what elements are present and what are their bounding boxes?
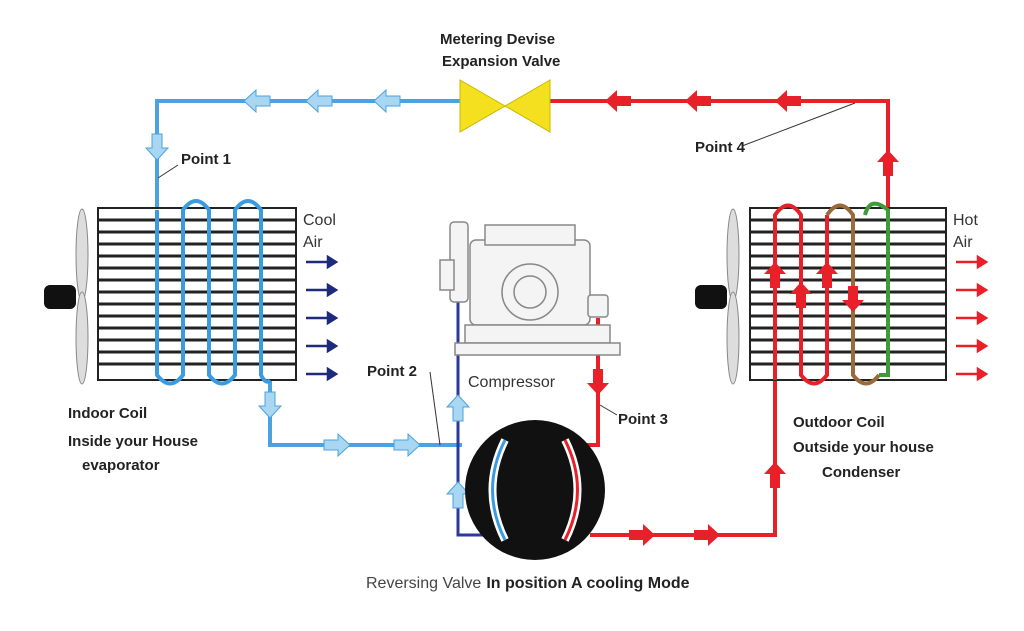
expansion-valve-icon bbox=[459, 79, 551, 133]
point-3-label: Point 3 bbox=[618, 411, 668, 428]
outdoor-coil-line3: Condenser bbox=[822, 464, 901, 481]
reversing-valve-icon bbox=[465, 420, 605, 560]
indoor-coil bbox=[97, 199, 297, 386]
cool-air-label-1: Cool bbox=[303, 212, 336, 229]
point-4-label: Point 4 bbox=[695, 139, 746, 156]
hot-air-label-1: Hot bbox=[953, 212, 978, 229]
suction-line bbox=[456, 300, 492, 537]
valve-label-line2: Expansion Valve bbox=[442, 53, 560, 70]
outdoor-coil-title: Outdoor Coil bbox=[793, 414, 885, 431]
compressor-label: Compressor bbox=[468, 374, 556, 391]
cool-air-label-2: Air bbox=[303, 234, 323, 251]
indoor-coil-title: Indoor Coil bbox=[68, 405, 147, 422]
indoor-coil-line3: evaporator bbox=[82, 457, 160, 474]
outdoor-coil bbox=[749, 201, 947, 386]
point-1-label: Point 1 bbox=[181, 151, 231, 168]
outdoor-coil-line2: Outside your house bbox=[793, 439, 934, 456]
caption: Reversing Valve In position A cooling Mod… bbox=[366, 575, 690, 592]
compressor-icon bbox=[439, 221, 621, 356]
point-leaders bbox=[157, 102, 856, 446]
caption-part1: Reversing Valve bbox=[366, 575, 481, 592]
outdoor-fan-icon bbox=[695, 208, 740, 385]
hot-air-label-2: Air bbox=[953, 234, 973, 251]
cool-air-arrows bbox=[306, 254, 339, 382]
point-2-label: Point 2 bbox=[367, 363, 417, 380]
indoor-fan-icon bbox=[44, 208, 89, 385]
valve-label-line1: Metering Devise bbox=[440, 31, 555, 48]
hot-air-arrows bbox=[956, 254, 989, 382]
indoor-coil-line2: Inside your House bbox=[68, 433, 198, 450]
caption-part2: In position A cooling Mode bbox=[486, 575, 689, 592]
